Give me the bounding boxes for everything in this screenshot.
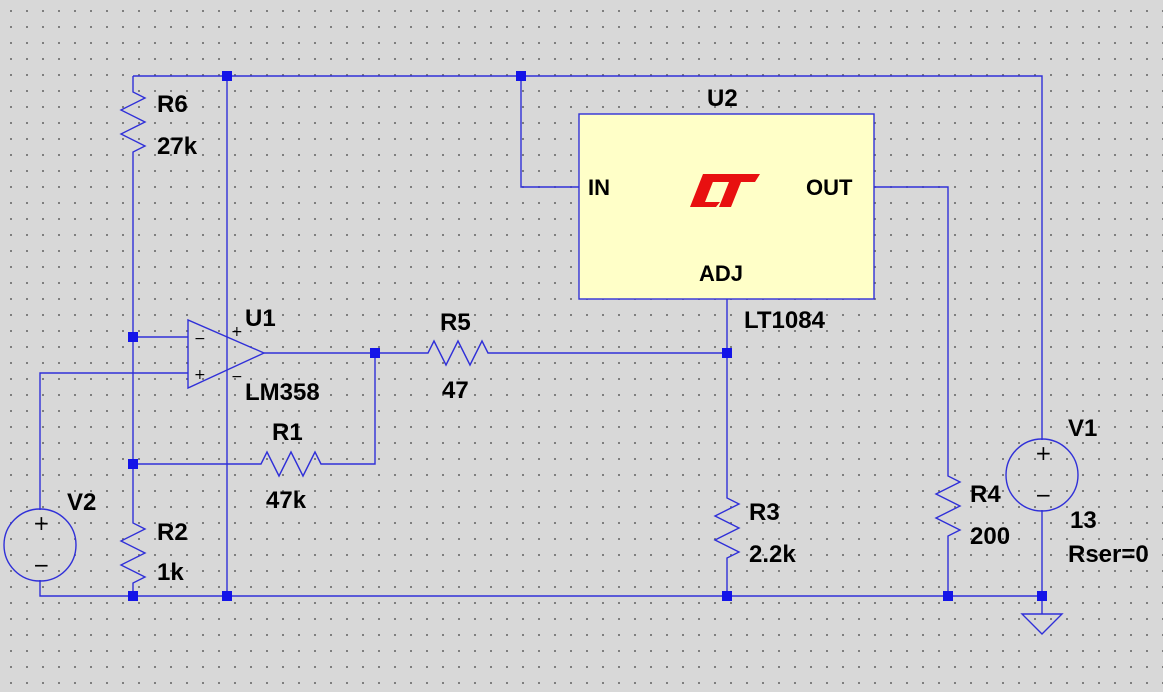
u1-part: LM358 bbox=[245, 379, 320, 406]
wire-feedback-right[interactable] bbox=[325, 353, 376, 465]
resistor-r4[interactable]: R4 200 bbox=[934, 468, 1010, 550]
r6-ref: R6 bbox=[157, 91, 188, 118]
v1-value: 13 bbox=[1070, 507, 1097, 534]
u2-pin-in: IN bbox=[588, 175, 610, 200]
r6-value: 27k bbox=[157, 133, 198, 160]
junction-dot[interactable] bbox=[222, 591, 232, 601]
v2-ref: V2 bbox=[67, 489, 96, 516]
junction-dot[interactable] bbox=[128, 591, 138, 601]
r2-value: 1k bbox=[157, 559, 184, 586]
r1-body[interactable] bbox=[253, 450, 325, 478]
junction-dot[interactable] bbox=[1037, 591, 1047, 601]
u2-pin-adj: ADJ bbox=[699, 261, 743, 286]
junctions bbox=[128, 71, 1047, 601]
r4-value: 200 bbox=[970, 523, 1010, 550]
wire-u2-in[interactable] bbox=[520, 76, 580, 188]
u2-ref: U2 bbox=[707, 85, 738, 112]
junction-dot[interactable] bbox=[722, 348, 732, 358]
u2-part: LT1084 bbox=[744, 307, 826, 334]
opamp-u1[interactable]: − + + − U1 LM358 bbox=[187, 305, 320, 406]
ground-triangle[interactable] bbox=[1020, 613, 1064, 635]
r4-ref: R4 bbox=[970, 481, 1001, 508]
v1-ref: V1 bbox=[1068, 415, 1097, 442]
wire-u2-out[interactable] bbox=[874, 186, 949, 468]
v2-plus-sign: + bbox=[33, 511, 50, 535]
u1-plus-sign: + bbox=[194, 367, 206, 383]
u1-minus-sign: − bbox=[194, 331, 206, 347]
junction-dot[interactable] bbox=[222, 71, 232, 81]
r4-body[interactable] bbox=[934, 468, 962, 548]
v1-circle[interactable] bbox=[1005, 438, 1079, 512]
lt-logo-icon bbox=[690, 174, 760, 207]
v1-rser: Rser=0 bbox=[1068, 541, 1149, 568]
junction-dot[interactable] bbox=[128, 459, 138, 469]
junction-dot[interactable] bbox=[370, 348, 380, 358]
r5-body[interactable] bbox=[420, 339, 492, 367]
u2-pin-out: OUT bbox=[806, 175, 853, 200]
regulator-u2[interactable]: U2 IN OUT ADJ LT1084 bbox=[578, 85, 875, 334]
junction-dot[interactable] bbox=[516, 71, 526, 81]
wire-ground-bus[interactable] bbox=[39, 580, 1042, 597]
u1-supply-minus-sign: − bbox=[231, 369, 243, 385]
r5-ref: R5 bbox=[440, 309, 471, 336]
r1-value: 47k bbox=[266, 487, 307, 514]
r6-body[interactable] bbox=[119, 84, 147, 160]
r1-ref: R1 bbox=[272, 419, 303, 446]
v1-plus-sign: + bbox=[1035, 441, 1052, 465]
r5-value: 47 bbox=[442, 377, 469, 404]
u1-triangle[interactable] bbox=[187, 318, 266, 390]
r3-value: 2.2k bbox=[749, 541, 796, 568]
wire-noninv-input[interactable] bbox=[39, 372, 188, 510]
resistor-r5[interactable]: R5 47 bbox=[420, 309, 492, 404]
junction-dot[interactable] bbox=[128, 332, 138, 342]
u1-supply-plus-sign: + bbox=[231, 324, 243, 340]
junction-dot[interactable] bbox=[943, 591, 953, 601]
wires bbox=[39, 75, 1043, 614]
v2-minus-sign: − bbox=[33, 553, 50, 577]
voltage-source-v2[interactable]: + − V2 bbox=[3, 489, 96, 582]
v1-minus-sign: − bbox=[1035, 483, 1052, 507]
voltage-source-v1[interactable]: + − V1 13 Rser=0 bbox=[1005, 415, 1149, 568]
resistor-r2[interactable]: R2 1k bbox=[119, 515, 188, 588]
resistor-r3[interactable]: R3 2.2k bbox=[713, 490, 796, 570]
resistor-r1[interactable]: R1 47k bbox=[253, 419, 325, 514]
junction-dot[interactable] bbox=[722, 591, 732, 601]
r2-body[interactable] bbox=[119, 515, 147, 588]
v2-circle[interactable] bbox=[3, 508, 77, 582]
r3-ref: R3 bbox=[749, 499, 780, 526]
resistor-r6[interactable]: R6 27k bbox=[119, 84, 198, 160]
r2-ref: R2 bbox=[157, 519, 188, 546]
wire-top-rail[interactable] bbox=[133, 75, 1043, 440]
u1-ref: U1 bbox=[245, 305, 276, 332]
r3-body[interactable] bbox=[713, 490, 741, 570]
ground-symbol-icon[interactable] bbox=[1020, 613, 1064, 635]
